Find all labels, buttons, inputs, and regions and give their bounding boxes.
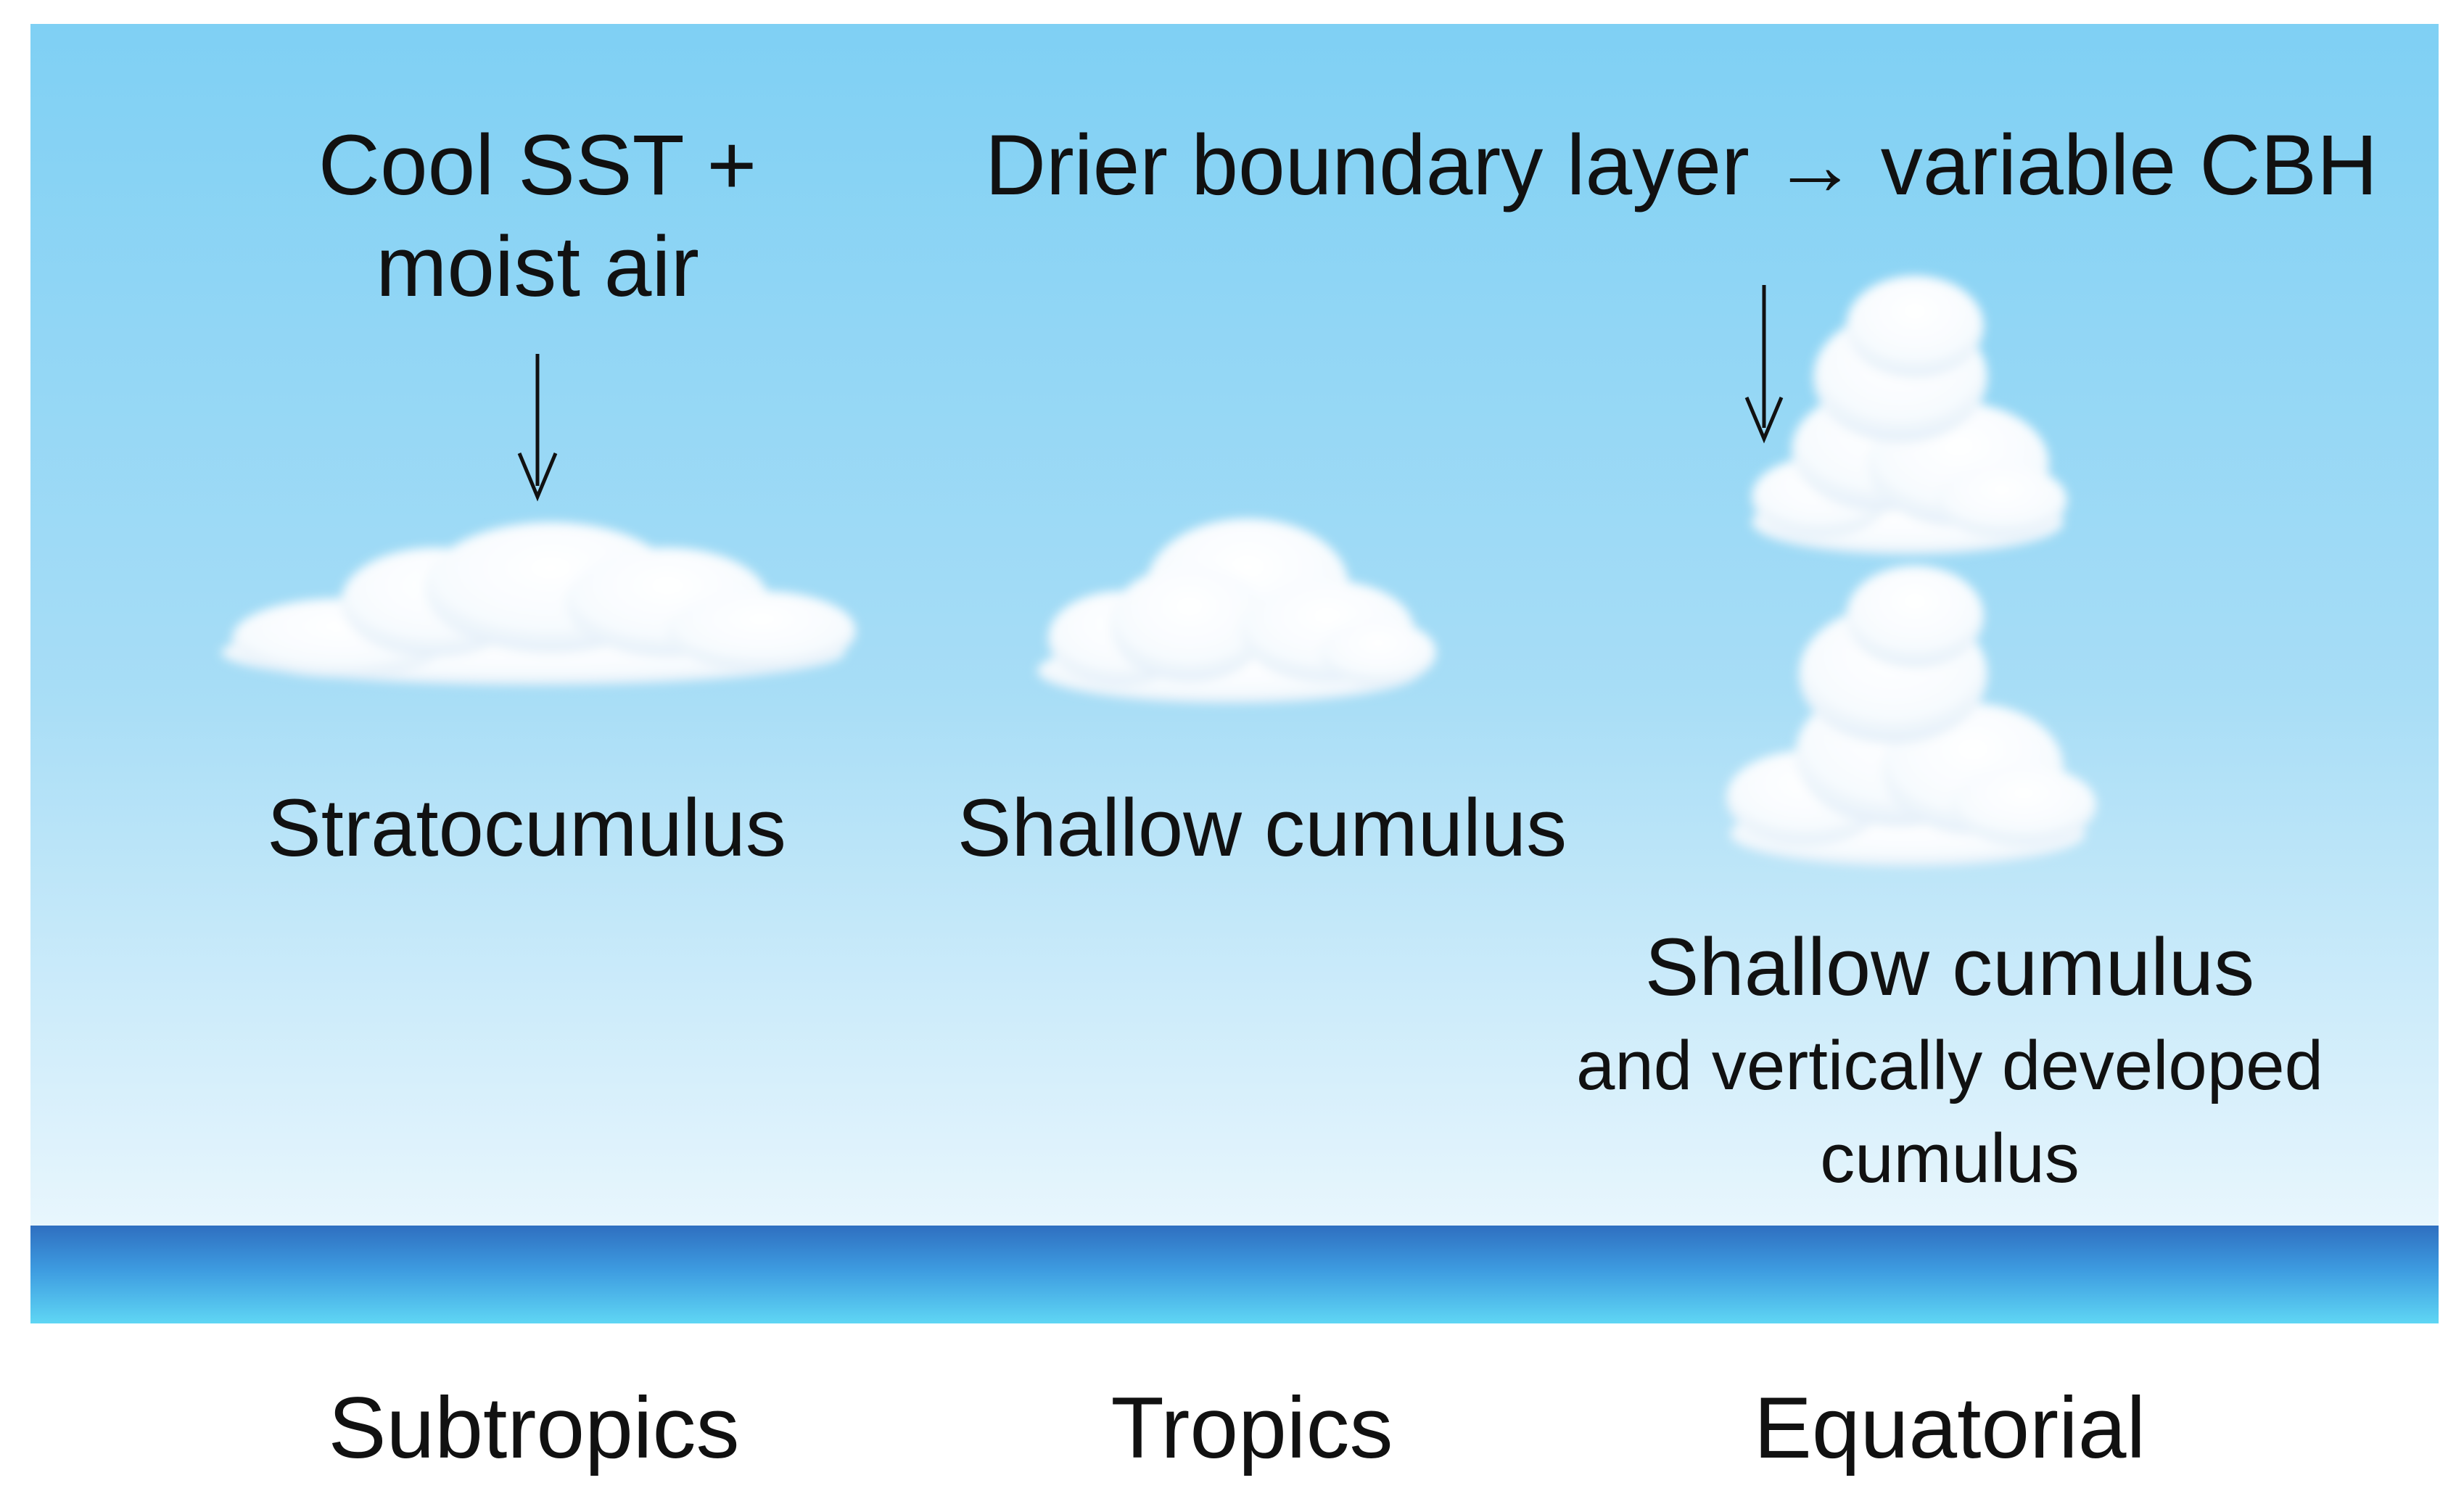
upper-cumulus-cloud-icon [1752, 276, 2067, 555]
subtropics-cause-line1: Cool SST + [318, 117, 757, 213]
shallow-cumulus-cloud-icon [1037, 519, 1436, 703]
shallow-cumulus-label: Shallow cumulus [957, 782, 1567, 873]
stratocumulus-label: Stratocumulus [267, 782, 786, 873]
equatorial-cause: Drier boundary layer → variable CBH [985, 117, 2378, 213]
subtropics-cause-line2: moist air [376, 219, 699, 315]
equatorial-cloud-label-line1: Shallow cumulus [1645, 922, 2254, 1012]
subtropics-down-arrow-icon [517, 354, 558, 502]
region-label-subtropics: Subtropics [329, 1379, 740, 1476]
region-label-equatorial: Equatorial [1754, 1379, 2146, 1476]
equatorial-down-arrow-icon [1744, 285, 1784, 444]
ocean-surface [30, 1226, 2439, 1323]
equatorial-cloud-label-line2: and vertically developed [1576, 1027, 2323, 1104]
stratocumulus-cloud-icon [221, 522, 856, 685]
vertical-cumulus-cloud-icon [1726, 566, 2096, 867]
region-label-tropics: Tropics [1111, 1379, 1393, 1476]
equatorial-cloud-label-line3: cumulus [1820, 1120, 2079, 1197]
